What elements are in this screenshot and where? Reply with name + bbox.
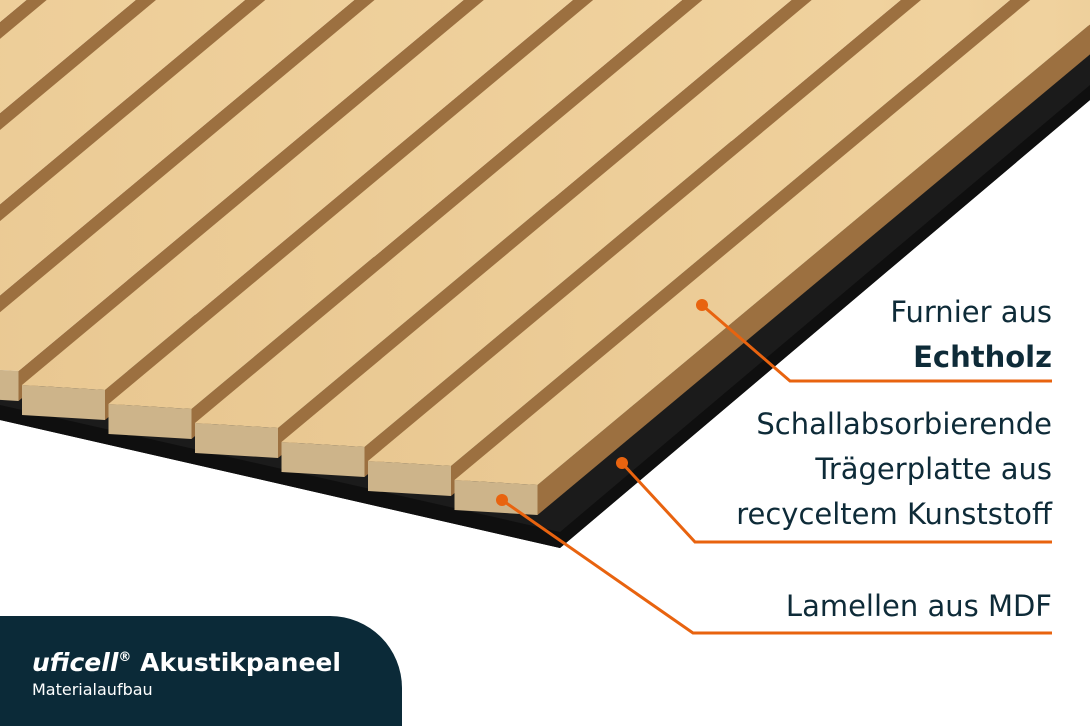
callout-dot [616,457,628,469]
callout-line [701,303,1052,383]
slat-front-face [454,480,538,515]
callout-dot [496,494,508,506]
slat-top-face [368,0,1010,466]
slat-top-face [281,0,901,447]
slat-front-face [22,385,105,420]
slat-top-face [0,0,464,371]
slat-top-face [0,0,136,114]
slat-front-face [281,442,365,477]
slat-top-face [195,0,792,428]
slat-front-face [0,369,19,401]
callout-line [501,498,1052,635]
slat-top-face [454,0,1090,485]
slat-top-face [108,0,683,409]
brand-name: uficell [32,648,119,677]
callout-line [620,461,1052,544]
slat-top-face [0,0,245,205]
slat-side-face [537,24,1090,515]
slat-front-face [195,423,278,458]
brand-subtitle: Materialaufbau [32,680,153,699]
brand-banner: uficell® Akustikpaneel Materialaufbau [0,616,402,726]
label-veneer-line2: Echtholz [913,340,1052,374]
label-board-line3: recyceltem Kunststoff [736,497,1052,531]
slat-front-face [368,461,451,496]
brand-title: uficell® Akustikpaneel [32,648,341,677]
label-slats: Lamellen aus MDF [785,589,1052,623]
slat-front-face [108,404,192,439]
slat-top-face [22,0,573,390]
slat-top-face [0,0,355,296]
slat-top-face [0,0,27,22]
product-name: Akustikpaneel [140,648,341,677]
label-board-line2: Trägerplatte aus [815,452,1052,486]
callout-dot [696,299,708,311]
registered-mark: ® [118,650,132,665]
label-veneer-line1: Furnier aus [890,295,1052,329]
label-board-line1: Schallabsorbierende [756,407,1052,441]
